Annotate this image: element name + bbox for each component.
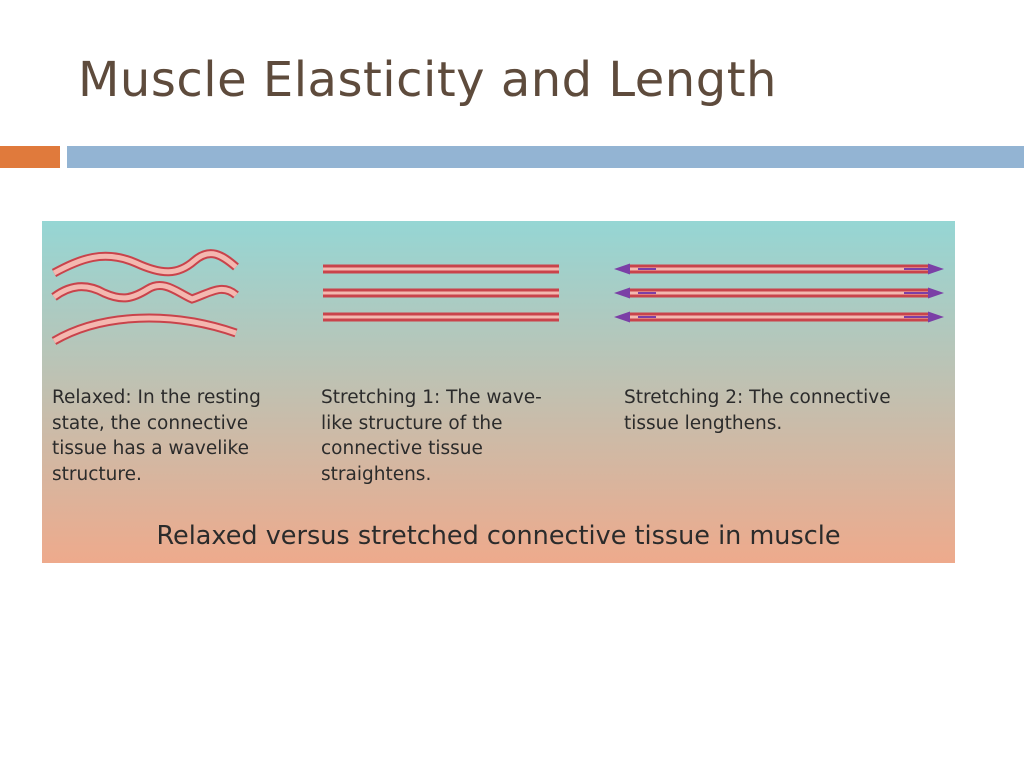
stretch1-fiber-3-core (323, 315, 559, 319)
relaxed-fiber-2-core (52, 283, 238, 302)
arrow-left-icon (614, 263, 630, 275)
arrow-right-icon (928, 287, 944, 299)
figure-illustration (42, 221, 955, 563)
caption-stretching-1: Stretching 1: The wave- like structure o… (321, 387, 542, 485)
stretch1-fiber-2-core (323, 291, 559, 295)
figure-panel: Relaxed: In the resting state, the conne… (42, 221, 955, 563)
slide-title: Muscle Elasticity and Length (78, 52, 777, 108)
relaxed-fiber-1-core (52, 251, 238, 276)
stretch2-fiber-2-core (628, 291, 930, 295)
stretch2-fiber-1-core (628, 267, 930, 271)
stretch2-fiber-3-core (628, 315, 930, 319)
caption-relaxed: Relaxed: In the resting state, the conne… (52, 387, 261, 485)
relaxed-fibers (51, 249, 239, 345)
relaxed-fiber-3-core (52, 315, 237, 344)
stretching-1-fibers (323, 264, 559, 322)
stretch1-fiber-1-core (323, 267, 559, 271)
caption-stretching-2: Stretching 2: The connective tissue leng… (624, 387, 891, 434)
arrow-left-icon (614, 311, 630, 323)
figure-background (42, 221, 955, 563)
arrow-right-icon (928, 311, 944, 323)
figure-title: Relaxed versus stretched connective tiss… (156, 521, 841, 551)
accent-bar-blue (67, 146, 1024, 168)
accent-bar-orange (0, 146, 60, 168)
arrow-left-icon (614, 287, 630, 299)
stretching-2-fibers (614, 263, 944, 323)
arrow-right-icon (928, 263, 944, 275)
